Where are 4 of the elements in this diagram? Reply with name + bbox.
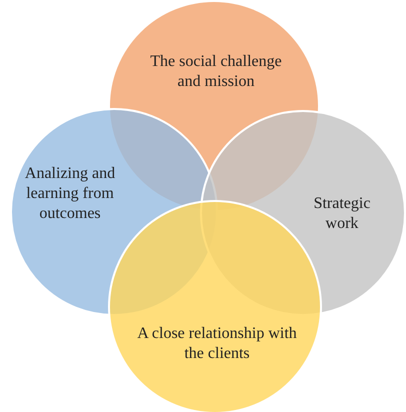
circle-label: Analizing and learning from outcomes: [24, 164, 116, 224]
circle-label: The social challenge and mission: [149, 52, 283, 92]
circle-label: A close relationship with the clients: [136, 324, 298, 364]
circle-label: Strategic work: [312, 194, 372, 234]
